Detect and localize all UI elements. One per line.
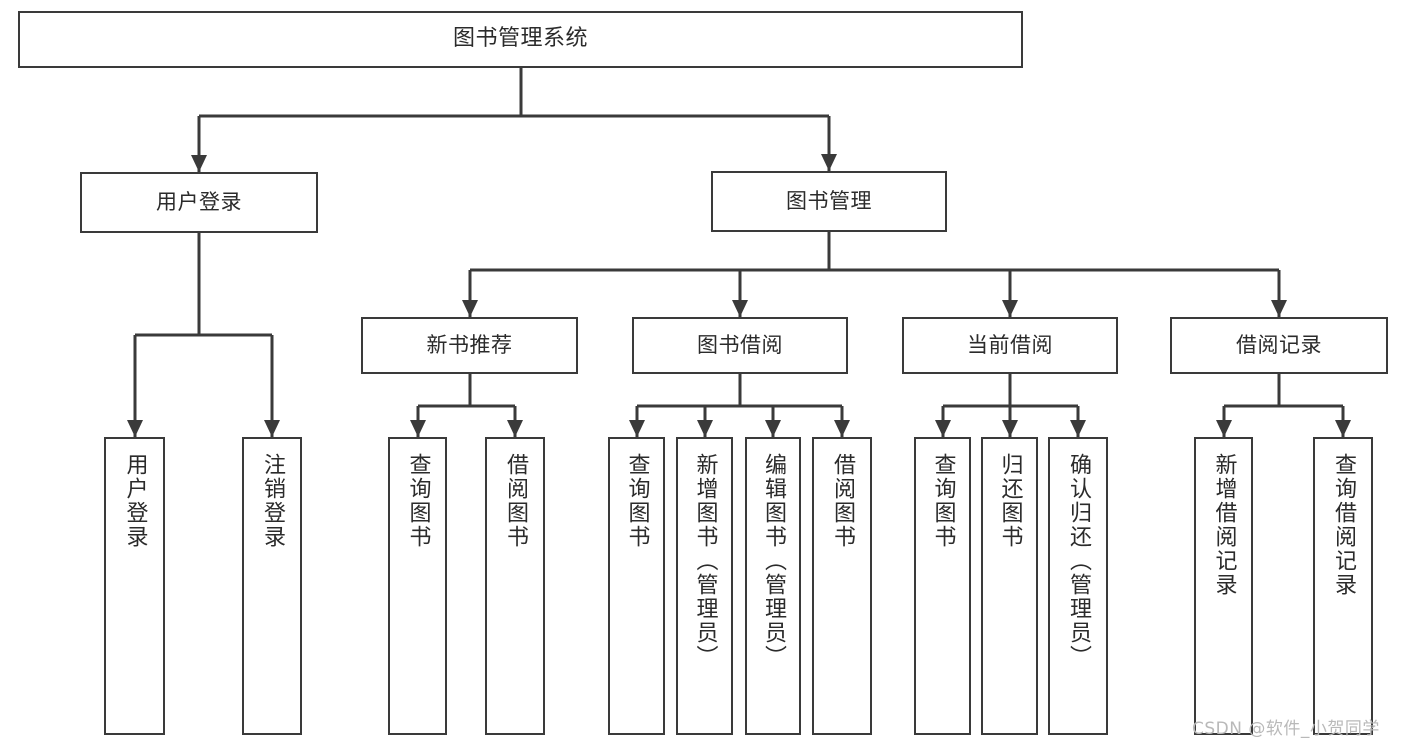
node-label: 图书管理 xyxy=(786,188,872,213)
node-borrow-2[interactable]: 新增图书（管理员） xyxy=(676,437,733,735)
node-borrow-1[interactable]: 查询图书 xyxy=(608,437,665,735)
node-label: 注销登录 xyxy=(259,453,285,549)
node-borrow-3[interactable]: 编辑图书（管理员） xyxy=(745,437,801,735)
node-login-2[interactable]: 注销登录 xyxy=(242,437,302,735)
node-label: 图书借阅 xyxy=(697,332,783,357)
node-label: 借阅图书 xyxy=(502,453,528,549)
node-record[interactable]: 借阅记录 xyxy=(1170,317,1388,374)
arrowhead-icon xyxy=(1070,420,1086,437)
node-label: 查询借阅记录 xyxy=(1330,453,1356,597)
node-login[interactable]: 用户登录 xyxy=(80,172,318,233)
node-label: 当前借阅 xyxy=(967,332,1053,357)
node-label: 查询图书 xyxy=(405,453,431,549)
edge-group xyxy=(127,68,1351,437)
node-root[interactable]: 图书管理系统 xyxy=(18,11,1023,68)
node-label: 借阅图书 xyxy=(829,453,855,549)
node-borrow[interactable]: 图书借阅 xyxy=(632,317,848,374)
arrowhead-icon xyxy=(191,155,207,172)
node-label: 新书推荐 xyxy=(426,332,513,357)
node-record-1[interactable]: 新增借阅记录 xyxy=(1194,437,1253,735)
arrowhead-icon xyxy=(462,300,478,317)
node-label: 新增图书（管理员） xyxy=(692,453,718,669)
arrowhead-icon xyxy=(629,420,645,437)
node-current[interactable]: 当前借阅 xyxy=(902,317,1118,374)
arrowhead-icon xyxy=(507,420,523,437)
node-newbook-1[interactable]: 查询图书 xyxy=(388,437,447,735)
node-borrow-4[interactable]: 借阅图书 xyxy=(812,437,872,735)
node-newbook[interactable]: 新书推荐 xyxy=(361,317,578,374)
node-label: 新增借阅记录 xyxy=(1211,453,1237,597)
arrowhead-icon xyxy=(821,154,837,171)
node-current-1[interactable]: 查询图书 xyxy=(914,437,971,735)
node-label: 编辑图书（管理员） xyxy=(760,453,786,669)
arrowhead-icon xyxy=(765,420,781,437)
node-newbook-2[interactable]: 借阅图书 xyxy=(485,437,545,735)
arrowhead-icon xyxy=(732,300,748,317)
arrowhead-icon xyxy=(127,420,143,437)
node-label: 图书管理系统 xyxy=(452,26,588,52)
arrowhead-icon xyxy=(834,420,850,437)
node-label: 归还图书 xyxy=(997,453,1023,549)
arrowhead-icon xyxy=(264,420,280,437)
node-current-2[interactable]: 归还图书 xyxy=(981,437,1038,735)
arrowhead-icon xyxy=(1335,420,1351,437)
node-bookmgr[interactable]: 图书管理 xyxy=(711,171,947,232)
node-label: 用户登录 xyxy=(156,189,242,214)
node-label: 查询图书 xyxy=(930,453,956,549)
node-record-2[interactable]: 查询借阅记录 xyxy=(1313,437,1373,735)
node-current-3[interactable]: 确认归还（管理员） xyxy=(1048,437,1108,735)
node-label: 查询图书 xyxy=(624,453,650,549)
node-label: 借阅记录 xyxy=(1236,332,1322,357)
node-label: 用户登录 xyxy=(122,453,148,549)
arrowhead-icon xyxy=(697,420,713,437)
node-label: 确认归还（管理员） xyxy=(1065,453,1091,669)
arrowhead-icon xyxy=(1002,300,1018,317)
arrowhead-icon xyxy=(1216,420,1232,437)
arrowhead-icon xyxy=(1002,420,1018,437)
arrowhead-icon xyxy=(410,420,426,437)
arrowhead-icon xyxy=(1271,300,1287,317)
arrowhead-icon xyxy=(935,420,951,437)
node-login-1[interactable]: 用户登录 xyxy=(104,437,165,735)
